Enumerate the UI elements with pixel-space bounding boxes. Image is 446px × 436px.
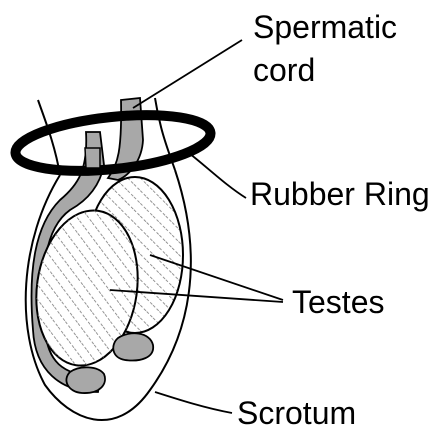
leader-spermatic-cord	[133, 40, 242, 108]
leader-scrotum	[155, 392, 232, 413]
label-testes: Testes	[292, 285, 384, 320]
label-scrotum: Scrotum	[237, 396, 356, 431]
label-cord: cord	[253, 53, 315, 88]
leader-rubber-ring	[185, 150, 246, 198]
epididymis-tail-left	[66, 367, 105, 393]
label-rubber-ring: Rubber Ring	[250, 177, 430, 212]
rubber-ring	[13, 107, 213, 179]
epididymis-tail-right	[113, 333, 153, 360]
label-spermatic: Spermatic	[253, 10, 397, 45]
spermatic-cord-over-ring	[85, 148, 100, 168]
